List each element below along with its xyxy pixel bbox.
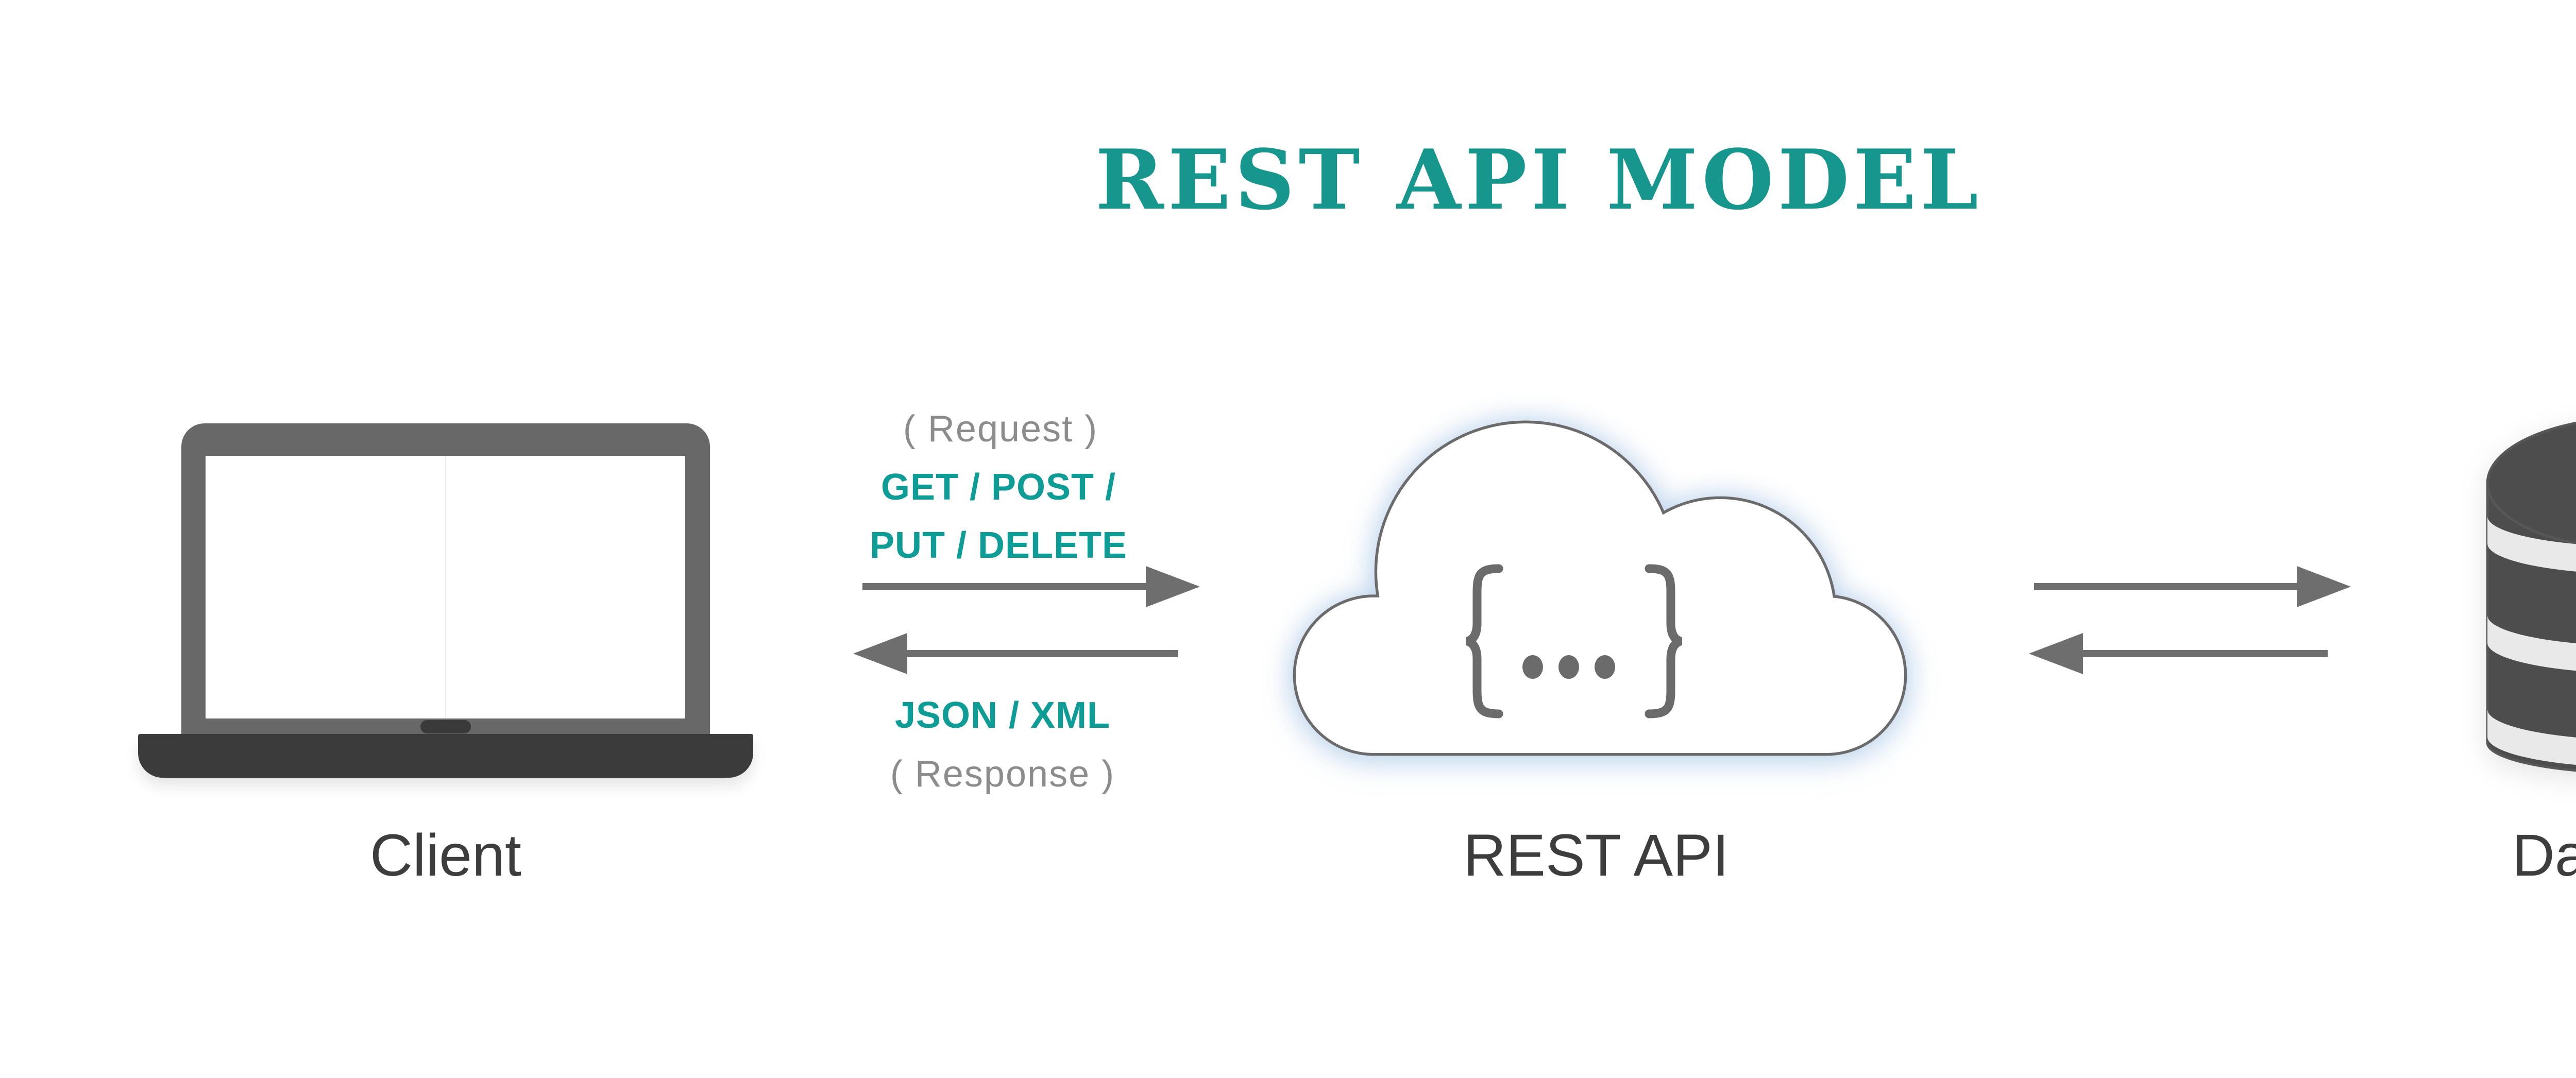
db-query-arrow-shaft (2034, 583, 2302, 590)
response-formats: JSON / XML (894, 695, 1111, 736)
request-arrow-right-icon (1146, 566, 1200, 607)
response-arrow-left-icon (853, 633, 907, 674)
diagram-title: REST API MODEL (1095, 131, 1982, 228)
response-arrow-shaft (905, 650, 1178, 657)
db-query-arrow-right-icon (2297, 566, 2351, 607)
code-braces-icon (1466, 564, 1682, 718)
request-methods-line1: GET / POST / (880, 467, 1116, 508)
api-label: REST API (1463, 823, 1729, 888)
db-result-arrow-left-icon (2029, 633, 2083, 674)
request-methods-line2: PUT / DELETE (869, 525, 1128, 566)
cloud-icon (1293, 420, 1907, 756)
laptop-hinge-notch (420, 720, 471, 733)
client-node (138, 422, 754, 779)
request-annotation: ( Request ) (903, 408, 1098, 450)
request-arrow-shaft (862, 583, 1151, 590)
database-icon (2486, 421, 2576, 772)
laptop-base (138, 734, 753, 778)
database-label: Database (2512, 823, 2576, 888)
laptop-screen-seam (445, 456, 446, 718)
client-label: Client (369, 823, 522, 888)
response-annotation: ( Response ) (890, 754, 1115, 795)
db-result-arrow-shaft (2080, 650, 2328, 657)
